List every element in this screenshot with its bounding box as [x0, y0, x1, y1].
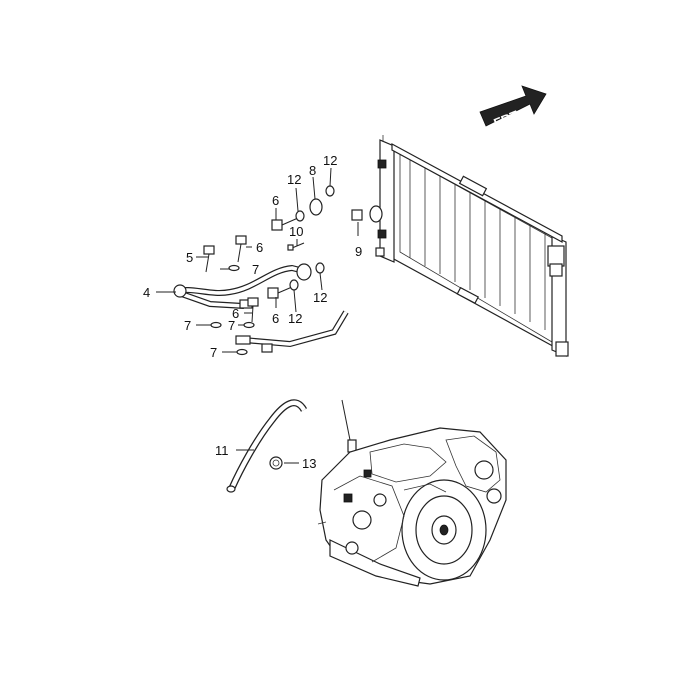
callout-11: 11 [215, 443, 229, 458]
grommet-icon [269, 456, 283, 470]
bolt-icon [235, 235, 247, 263]
washer-icon [295, 210, 305, 222]
radiator-core-fins [409, 160, 546, 330]
callout-6: 6 [272, 193, 279, 208]
radiator [375, 135, 569, 357]
callout-12: 12 [313, 290, 327, 305]
washer-icon [243, 321, 255, 329]
bolt-icon [267, 286, 293, 299]
callout-6: 6 [232, 306, 239, 321]
screw-icon [287, 242, 305, 251]
callout-7: 7 [210, 345, 217, 360]
callout-12: 12 [287, 172, 301, 187]
callout-6: 6 [272, 311, 279, 326]
washer-icon [236, 348, 248, 356]
automatic-transaxle [317, 399, 507, 587]
callout-7: 7 [228, 318, 235, 333]
washer-icon [315, 262, 325, 274]
callout-13: 13 [302, 456, 316, 471]
washer-icon [325, 185, 335, 197]
leader-lines [156, 167, 359, 464]
callout-7: 7 [184, 318, 191, 333]
callout-12: 12 [288, 311, 302, 326]
callout-6: 6 [256, 240, 263, 255]
clamp-icon [351, 205, 383, 223]
hardware [203, 185, 383, 356]
callout-12: 12 [323, 153, 337, 168]
washer-icon [210, 321, 222, 329]
callout-4: 4 [143, 285, 150, 300]
washer-icon [289, 279, 299, 291]
banjo-bolt-icon [203, 245, 215, 273]
callout-9: 9 [355, 244, 362, 259]
callout-labels: 4 5 6 6 6 6 7 7 7 7 8 9 10 11 12 12 12 1… [143, 153, 362, 471]
oil-cooler-lines [173, 198, 349, 353]
bolt-icon [247, 297, 259, 323]
callout-7: 7 [252, 262, 259, 277]
callout-8: 8 [309, 163, 316, 178]
vent-hose [226, 399, 308, 493]
callout-10: 10 [289, 224, 303, 239]
washer-icon [228, 264, 240, 272]
frt-direction-arrow: FRT [479, 85, 547, 131]
callout-5: 5 [186, 250, 193, 265]
bolt-icon [271, 217, 299, 231]
